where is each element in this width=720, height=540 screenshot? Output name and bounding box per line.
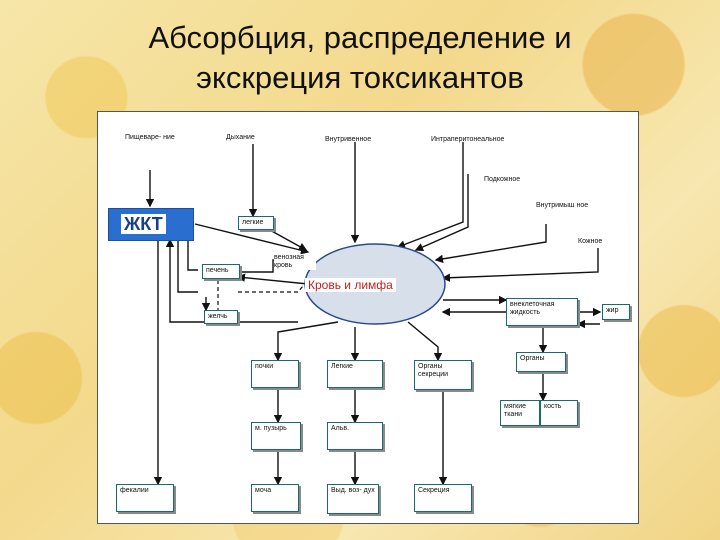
alveoli-label: Альв. [331, 425, 350, 432]
diagram-panel: Пищеваре- ние Дыхание Внутривенное Интра… [97, 111, 639, 524]
bile-label: желчь [208, 313, 228, 320]
lungs-top-box: легкие [238, 216, 274, 230]
liver-box: печень [202, 264, 240, 279]
exhaled-air-box: Выд. воз- дух [327, 484, 379, 514]
organs-box: Органы [516, 352, 566, 372]
soft-tissue-label: мягкие ткани [504, 403, 527, 418]
blood-lymph-label: Кровь и лимфа [305, 278, 396, 292]
route-dermal-label: Кожное [578, 238, 603, 245]
fat-label: жир [606, 307, 619, 314]
secretory-organs-box: Органы секреции [414, 360, 472, 390]
organs-label: Органы [520, 355, 545, 362]
liver-label: печень [206, 267, 229, 274]
venous-blood-label: венозная кровь [274, 254, 316, 270]
gut-label: ЖКТ [121, 214, 166, 234]
bone-label: кость [544, 403, 562, 410]
bile-box: желчь [204, 310, 238, 324]
title-line-2: экскреция токсикантов [196, 60, 524, 95]
route-subcutaneous-label: Подкожное [484, 176, 521, 183]
feces-label: фекалии [120, 487, 149, 494]
lungs-box: Легкие [327, 360, 383, 388]
route-digestion-label: Пищеваре- ние [125, 134, 175, 141]
route-intraperitoneal-label: Интраперитонеальное [431, 136, 505, 143]
extracellular-fluid-label: внеклеточная жидкость [510, 301, 555, 316]
urine-box: моча [251, 484, 299, 512]
title-line-1: Абсорбция, распределение и [148, 20, 572, 55]
gut-box: ЖКТ [108, 208, 194, 241]
soft-tissue-box: мягкие ткани [500, 400, 540, 426]
lungs-label: Легкие [331, 363, 353, 370]
kidneys-box: почки [251, 360, 299, 388]
fat-box: жир [602, 304, 630, 320]
secretory-organs-label: Органы секреции [418, 363, 449, 378]
bladder-label: м. пузырь [255, 425, 287, 432]
page-title: Абсорбция, распределение и экскреция ток… [0, 18, 720, 98]
route-intramuscular-label: Внутримыш ное [536, 202, 589, 209]
kidneys-label: почки [255, 363, 274, 370]
alveoli-box: Альв. [327, 422, 383, 450]
exhaled-air-label: Выд. воз- дух [331, 487, 375, 494]
bone-box: кость [540, 400, 578, 426]
route-intravenous-label: Внутривенное [325, 136, 372, 143]
urine-label: моча [255, 487, 272, 494]
secretion-box: Секреция [414, 484, 472, 512]
feces-box: фекалии [116, 484, 174, 512]
lungs-top-label: легкие [242, 219, 264, 226]
secretion-label: Секреция [418, 487, 450, 494]
extracellular-fluid-box: внеклеточная жидкость [506, 298, 578, 326]
route-breathing-label: Дыхание [226, 134, 255, 141]
bladder-box: м. пузырь [251, 422, 301, 450]
